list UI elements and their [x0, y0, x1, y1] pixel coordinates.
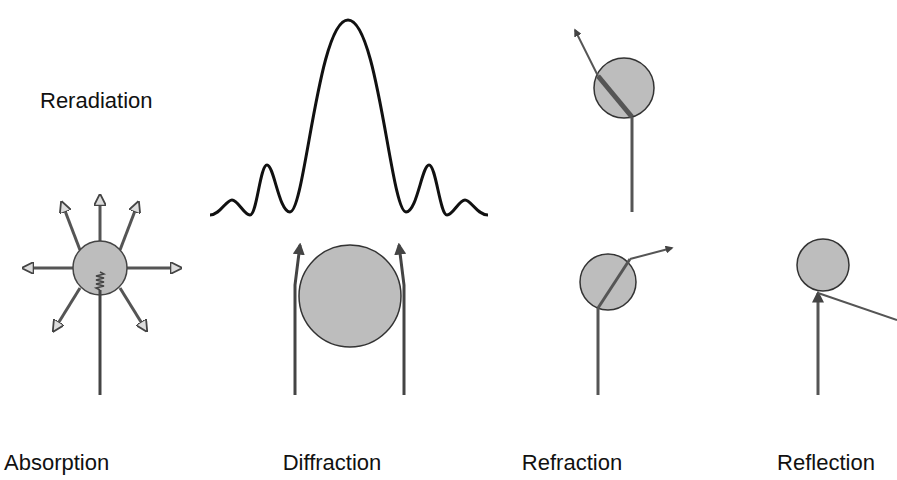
caption-label: Reflection: [777, 452, 875, 474]
refraction-figure: [580, 248, 672, 395]
absorption-figure: [24, 196, 180, 395]
caption-label: Diffraction: [283, 452, 382, 474]
diffraction-figure: [210, 20, 488, 395]
refraction-figure: [575, 30, 654, 212]
caption-label: Reradiation: [40, 90, 153, 112]
reflection-figure: [797, 239, 897, 395]
caption-label: Refraction: [522, 452, 622, 474]
caption-label: Absorption: [4, 452, 109, 474]
